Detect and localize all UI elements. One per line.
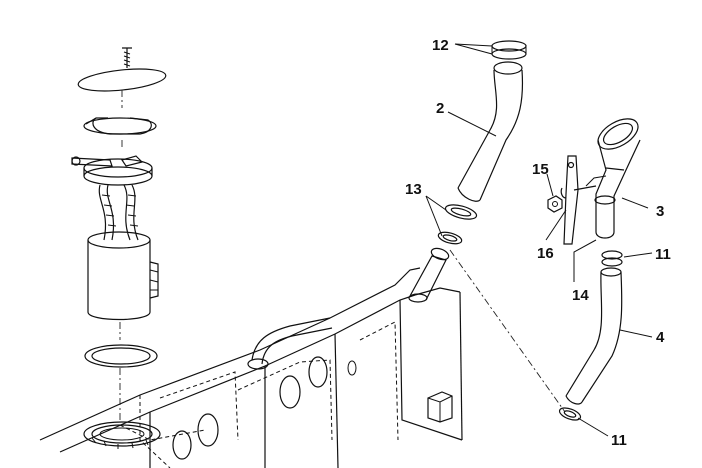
label-4: 4 xyxy=(656,329,665,346)
label-3: 3 xyxy=(656,203,664,220)
label-12: 12 xyxy=(432,37,449,54)
filler-neck xyxy=(547,118,641,245)
label-11-top: 11 xyxy=(655,246,671,263)
leader-lines xyxy=(425,43,653,437)
label-13: 13 xyxy=(405,181,422,198)
label-15: 15 xyxy=(532,161,549,178)
label-14: 14 xyxy=(572,287,589,304)
fuel-tank xyxy=(39,247,463,468)
label-2: 2 xyxy=(436,100,444,117)
vent-hose xyxy=(558,250,623,421)
part-labels: 12 2 13 15 3 16 11 14 4 11 xyxy=(405,37,671,449)
filler-hose xyxy=(437,40,566,413)
label-11-bottom: 11 xyxy=(611,432,627,449)
label-16: 16 xyxy=(537,245,554,262)
fuel-pump-module xyxy=(71,47,167,420)
